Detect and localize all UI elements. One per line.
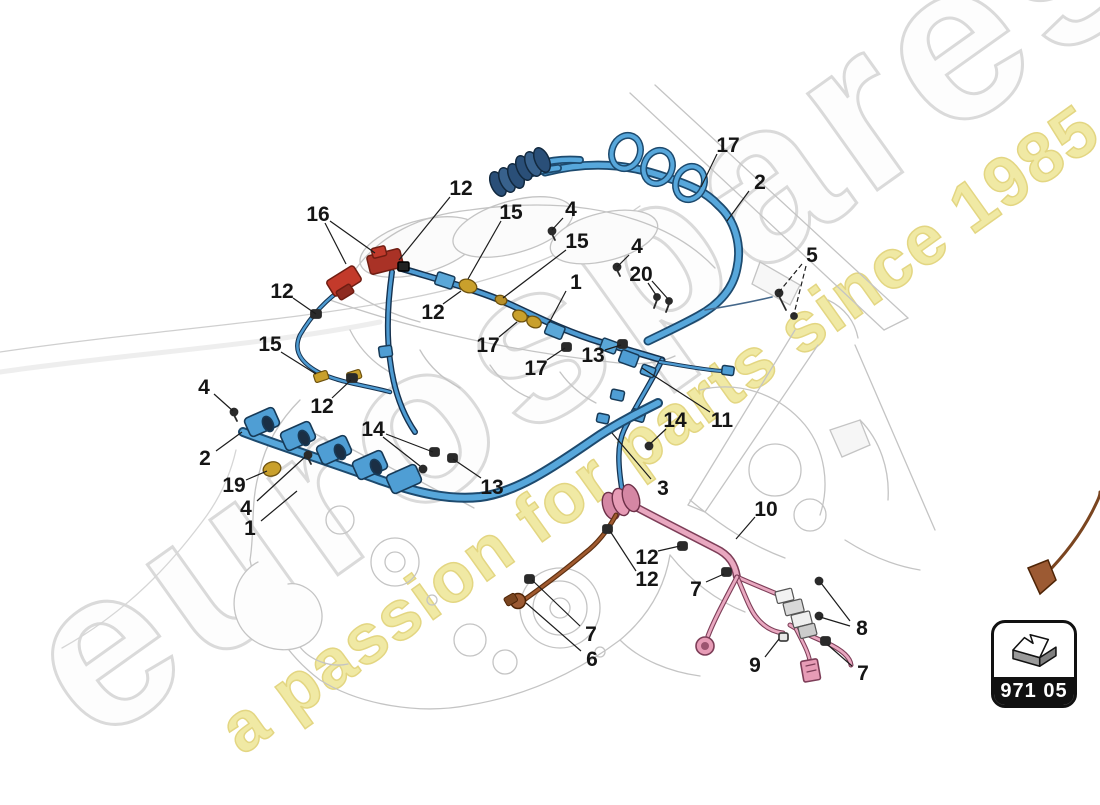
callout-label-9: 9 xyxy=(749,654,761,677)
callout-label-7: 7 xyxy=(857,662,869,685)
callout-label-10: 10 xyxy=(754,498,777,521)
callout-label-1: 1 xyxy=(570,271,582,294)
badge-icon-area xyxy=(994,623,1074,677)
callout-label-6: 6 xyxy=(586,648,598,671)
callout-leader-line xyxy=(658,546,680,551)
callout-label-4: 4 xyxy=(565,198,577,221)
callout-label-7: 7 xyxy=(690,578,702,601)
callout-label-13: 13 xyxy=(480,476,503,499)
callout-label-17: 17 xyxy=(524,357,547,380)
callout-leader-line xyxy=(821,583,850,621)
callout-label-4: 4 xyxy=(631,235,643,258)
callout-label-14: 14 xyxy=(361,418,385,441)
callout-label-2: 2 xyxy=(199,447,211,470)
crank-sensor-brown xyxy=(1028,560,1056,594)
part-group-badge[interactable]: 971 05 xyxy=(991,620,1077,708)
watermark-brand: eurospares xyxy=(0,0,1100,787)
callout-leader-line xyxy=(736,517,755,539)
callout-label-3: 3 xyxy=(657,477,669,500)
callout-leader-line xyxy=(532,580,580,626)
callout-label-1: 1 xyxy=(244,517,256,540)
callout-leader-line xyxy=(706,574,724,582)
callout-label-15: 15 xyxy=(258,333,282,356)
callout-label-4: 4 xyxy=(198,376,210,399)
callout-label-12: 12 xyxy=(310,395,333,418)
callout-label-2: 2 xyxy=(754,171,766,194)
callout-label-16: 16 xyxy=(306,203,329,226)
callout-label-8: 8 xyxy=(856,617,868,640)
callout-label-19: 19 xyxy=(222,474,245,497)
callout-label-15: 15 xyxy=(499,201,523,224)
part-group-code: 971 05 xyxy=(994,677,1074,705)
callout-label-13: 13 xyxy=(581,344,604,367)
callout-leader-line xyxy=(820,617,850,626)
pink-round-connector-core xyxy=(701,642,709,650)
callout-leader-line xyxy=(526,603,581,651)
callout-label-7: 7 xyxy=(585,623,597,646)
callout-leader-line xyxy=(325,223,346,264)
pink-square-connector xyxy=(800,659,820,683)
callout-label-12: 12 xyxy=(635,568,658,591)
callout-label-12: 12 xyxy=(449,177,472,200)
callout-label-14: 14 xyxy=(663,409,687,432)
callout-leader-line xyxy=(610,531,636,571)
callout-leader-line xyxy=(330,221,375,253)
callout-label-12: 12 xyxy=(635,546,658,569)
callout-label-17: 17 xyxy=(476,334,499,357)
callout-label-5: 5 xyxy=(806,244,818,267)
callout-label-15: 15 xyxy=(565,230,589,253)
callout-label-12: 12 xyxy=(421,301,444,324)
callout-leader-line xyxy=(765,639,779,657)
callout-leader-line xyxy=(293,298,316,314)
callout-label-17: 17 xyxy=(716,134,739,157)
callout-label-12: 12 xyxy=(270,280,293,303)
arrow-3d-icon xyxy=(1005,629,1063,671)
callout-label-20: 20 xyxy=(629,263,652,286)
callout-label-11: 11 xyxy=(711,409,734,432)
